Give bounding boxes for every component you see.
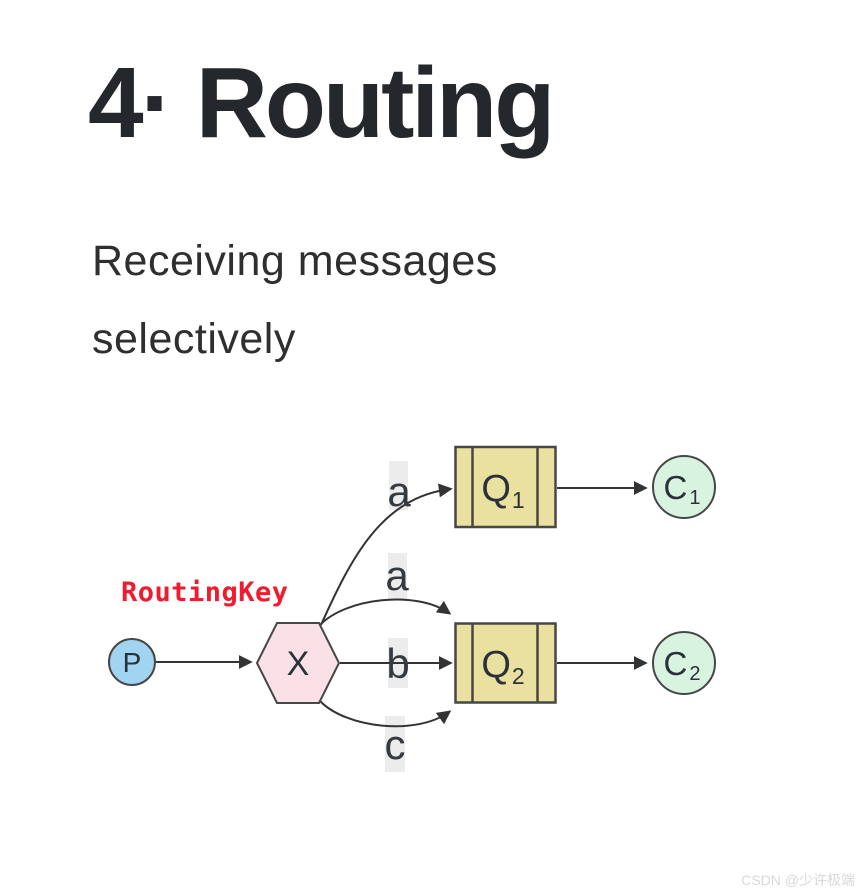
edge-label-c: c (385, 721, 406, 768)
edge-label-b: b (386, 640, 409, 687)
page-subtitle-line2: selectively (92, 315, 296, 363)
queue2-label: Q2 (481, 644, 524, 689)
exchange-node (255, 622, 341, 704)
producer-node (108, 638, 156, 686)
arrow-x-to-q2-a (319, 598, 452, 626)
queue2-label-main: Q (481, 644, 511, 686)
queue2-label-sub: 2 (512, 663, 525, 689)
consumer2-label-sub: 2 (689, 663, 700, 685)
edge-label-bg-c (385, 716, 405, 772)
routing-key-label: RoutingKey (121, 577, 289, 608)
consumer1-label-main: C (664, 469, 688, 506)
edge-label-a1: a (387, 468, 411, 515)
page-subtitle-line1: Receiving messages (92, 237, 498, 285)
queue1-label-sub: 1 (512, 487, 525, 513)
edge-label-bg-a1 (389, 461, 408, 510)
consumer2-node (652, 631, 716, 695)
page-title: 4· Routing (88, 47, 555, 159)
consumer1-node (652, 455, 716, 519)
watermark: CSDN @少许极端 (741, 872, 855, 888)
arrow-x-to-q2-c (319, 700, 452, 728)
edge-label-a2: a (385, 552, 409, 599)
producer-label: P (123, 647, 142, 678)
edge-label-bg-a2 (388, 553, 407, 599)
queue1-label-main: Q (481, 468, 511, 510)
consumer1-label-sub: 1 (689, 487, 700, 509)
page-subtitle: Receiving messages selectively (92, 222, 498, 378)
exchange-label: X (287, 645, 310, 683)
arrow-x-to-q1 (320, 483, 453, 626)
consumer2-label-main: C (664, 645, 688, 682)
queue1-label: Q1 (481, 468, 524, 513)
